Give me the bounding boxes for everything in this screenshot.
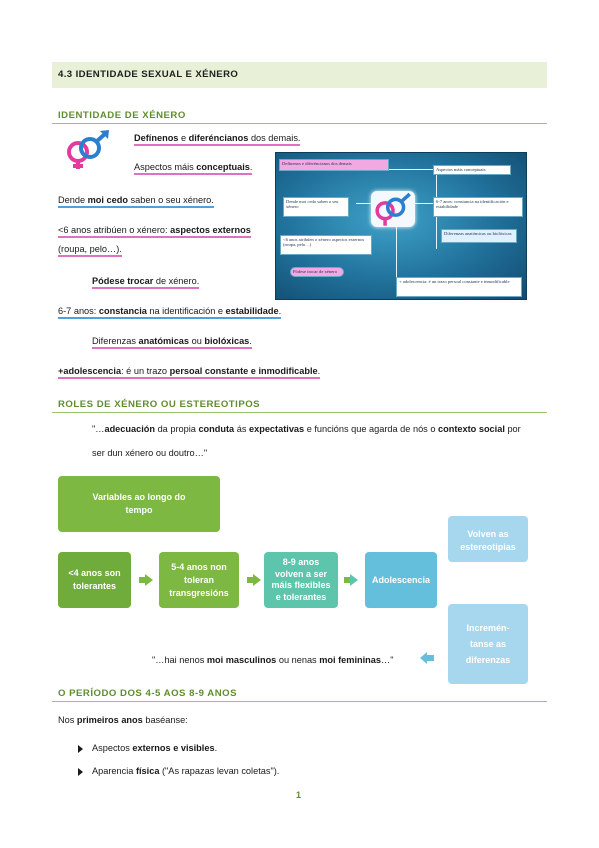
section-title-periodo: O PERÍODO DOS 4-5 AOS 8-9 ANOS <box>58 688 238 699</box>
text-line-aspectos: Aspectos máis conceptuais. <box>134 162 253 175</box>
flow-box-volven: Volven as estereotipias <box>448 516 528 562</box>
text-line-constancia: 6-7 anos: constancia na identificación e… <box>58 306 282 319</box>
diagram-box-diferenzas: Diferenzas anatómicas ou biolóxicas <box>441 229 517 243</box>
flow-box-variables: Variables ao longo do tempo <box>58 476 220 532</box>
diagram-box-dende: Dende moi cedo saben o seu xénero <box>283 197 349 217</box>
flow-box-adolescencia: Adolescencia <box>365 552 437 608</box>
diagram-gender-icon <box>371 191 415 227</box>
text-line-diferenzas: Diferenzas anatómicas ou biolóxicas. <box>92 336 252 349</box>
text-line-dende: Dende moi cedo saben o seu xénero. <box>58 195 214 208</box>
section-title-roles: ROLES DE XÉNERO OU ESTEREOTIPOS <box>58 399 261 410</box>
concept-map-image: Defínenos e diferéncianos dos demais Asp… <box>275 152 527 300</box>
section-divider <box>52 701 547 702</box>
page-number: 1 <box>296 790 302 800</box>
diagram-box-constancia: 6-7 anos: constancia na identificación e… <box>433 197 523 217</box>
quote-line-2: ser dun xénero ou doutro…" <box>92 448 208 458</box>
flow-box-step1: <4 anos son tolerantes <box>58 552 131 608</box>
arrow-left-icon <box>420 652 434 664</box>
section-title-identidade: IDENTIDADE DE XÉNERO <box>58 110 186 121</box>
main-header: 4.3 IDENTIDADE SEXUAL E XÉNERO <box>52 62 547 88</box>
diagram-box-menos6: <6 anos atribúen o xénero aspectos exter… <box>280 235 372 255</box>
quote-line-3: "…hai nenos moi masculinos ou nenas moi … <box>152 655 394 665</box>
flow-box-incrementanse: Incremén-tanse as diferenzas <box>448 604 528 684</box>
quote-line-1: "…adecuación da propia conduta ás expect… <box>92 424 521 434</box>
text-line-menos6: <6 anos atribúen o xénero: aspectos exte… <box>58 225 251 238</box>
bullet-icon <box>78 768 83 776</box>
flow-box-step2: 5-4 anos non toleran transgresións <box>159 552 239 608</box>
bullet-icon <box>78 745 83 753</box>
section-divider <box>52 123 547 124</box>
text-line-definenos: Defínenos e diferéncianos dos demais. <box>134 133 301 146</box>
text-line-trocar: Pódese trocar de xénero. <box>92 276 200 289</box>
flow-arrow-icon <box>247 574 261 586</box>
text-line-intro: Nos primeiros anos baséanse: <box>58 715 188 725</box>
list-item: Aspectos externos e visibles. <box>92 743 218 753</box>
list-item: Aparencia física ("As rapazas levan cole… <box>92 766 280 776</box>
diagram-box-aspectos: Aspectos máis conceptuais <box>433 165 511 175</box>
page-title: 4.3 IDENTIDADE SEXUAL E XÉNERO <box>58 69 239 80</box>
text-line-roupa: (roupa, pelo…). <box>58 244 122 257</box>
flow-arrow-icon <box>344 574 358 586</box>
text-line-adolescencia: +adolescencia: é un trazo persoal consta… <box>58 366 321 379</box>
flow-box-step3: 8-9 anos volven a ser máis flexibles e t… <box>264 552 338 608</box>
flow-arrow-icon <box>139 574 153 586</box>
section-divider <box>52 412 547 413</box>
diagram-box-adolescencia: + adolescencia: é un trazo persoal const… <box>396 277 522 297</box>
diagram-box-trocar: Pódese trocar de xénero <box>290 267 344 277</box>
gender-symbol-icon <box>62 130 112 170</box>
diagram-box-definenos: Defínenos e diferéncianos dos demais <box>279 159 389 171</box>
